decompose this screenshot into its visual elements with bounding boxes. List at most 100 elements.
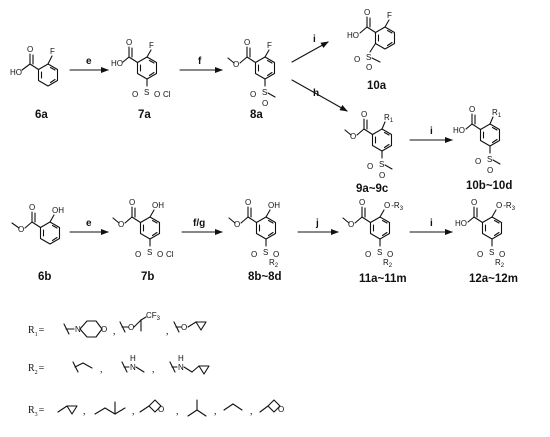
comma: ,: [250, 406, 253, 417]
atom-O: O: [367, 162, 373, 171]
atom-O: O: [350, 132, 356, 141]
atom-O: O: [157, 250, 163, 259]
r2-cyclopropylmethylamino: N H: [169, 354, 210, 375]
structure-9a-9c: O O R1 S O O: [344, 110, 394, 180]
structure-7a: O HO F S O O Cl: [111, 38, 171, 99]
atom-F: F: [149, 41, 154, 50]
atom-O: O: [181, 323, 187, 332]
atom-R: R1: [384, 113, 394, 124]
r2-label: R2=: [28, 363, 45, 376]
atom-O: O: [129, 198, 135, 207]
atom-O: O: [118, 220, 124, 229]
structure-8b-8d: O O OH S O O R2: [228, 198, 280, 269]
atom-N: N: [130, 363, 136, 372]
condition-f: f: [198, 56, 202, 67]
r1-trifluoroisopropoxy: O CF3: [119, 311, 161, 333]
atom-O: O: [366, 63, 372, 72]
atom-O: O: [477, 250, 483, 259]
atom-O-R3: O-R3: [496, 201, 516, 212]
atom-O: O: [245, 198, 251, 207]
r3-oxetanylmethyl: O: [139, 399, 164, 414]
atom-Cl: Cl: [166, 250, 174, 259]
atom-S: S: [147, 248, 152, 257]
r1-morpholine: N O: [63, 320, 107, 338]
r1-label: R1=: [28, 325, 45, 338]
compound-label-9a-9c: 9a~9c: [356, 183, 389, 195]
atom-F: F: [50, 47, 55, 56]
atom-O: O: [126, 38, 132, 47]
atom-S: S: [379, 160, 384, 169]
atom-O: O: [475, 157, 481, 166]
condition-i: i: [430, 126, 433, 137]
compound-label-7b: 7b: [141, 271, 154, 283]
atom-HO: HO: [453, 126, 465, 135]
atom-S: S: [144, 88, 149, 97]
compound-label-10a: 10a: [367, 80, 387, 92]
condition-h: h: [313, 88, 319, 99]
atom-S: S: [263, 248, 268, 257]
atom-S: S: [377, 248, 382, 257]
atom-O: O: [278, 405, 284, 414]
reaction-arrow: [291, 41, 329, 63]
compound-label-7a: 7a: [138, 109, 151, 121]
compound-label-6b: 6b: [38, 271, 51, 283]
structure-10b-10d: O HO R1 S O O: [453, 105, 502, 175]
compound-label-10b-10d: 10b~10d: [466, 180, 512, 192]
atom-F: F: [267, 41, 272, 50]
atom-HO: HO: [455, 219, 467, 228]
atom-O: O: [365, 250, 371, 259]
atom-OH: OH: [52, 206, 64, 215]
atom-O: O: [387, 250, 393, 259]
r1-cyclopropylmethoxy: O: [173, 321, 207, 333]
atom-O-R3: O-R3: [384, 201, 404, 212]
atom-N: N: [178, 363, 184, 372]
atom-R: R1: [492, 108, 502, 119]
atom-HO: HO: [347, 31, 359, 40]
condition-f-g: f/g: [193, 218, 205, 229]
condition-e: e: [86, 56, 92, 67]
atom-OH: OH: [152, 201, 164, 210]
comma: ,: [113, 326, 116, 337]
atom-O: O: [132, 90, 138, 99]
comma: ,: [214, 406, 217, 417]
comma: ,: [152, 364, 155, 375]
r3-isobutyl: [94, 401, 126, 415]
atom-O: O: [135, 250, 141, 259]
atom-N: N: [75, 325, 81, 334]
atom-O: O: [487, 166, 493, 175]
atom-O: O: [348, 220, 354, 229]
condition-e: e: [86, 218, 92, 229]
atom-O: O: [250, 90, 256, 99]
condition-j: j: [315, 218, 319, 229]
atom-O: O: [471, 198, 477, 207]
atom-O: O: [499, 250, 505, 259]
compound-label-12a-12m: 12a~12m: [469, 273, 518, 285]
atom-O: O: [154, 90, 160, 99]
structure-12a-12m: O HO O-R3 S O O R2: [455, 198, 516, 269]
comma: ,: [132, 406, 135, 417]
comma: ,: [166, 326, 169, 337]
structure-7b: O O OH S O O Cl: [112, 198, 174, 259]
atom-O: O: [244, 38, 250, 47]
atom-O: O: [233, 60, 239, 69]
atom-S: S: [487, 155, 492, 164]
atom-F: F: [387, 11, 392, 20]
atom-O: O: [29, 203, 35, 212]
atom-R: R2: [383, 258, 393, 269]
atom-O: O: [273, 250, 279, 259]
condition-i: i: [313, 34, 316, 45]
r2-methylamino: N H: [121, 354, 145, 373]
compound-label-8b-8d: 8b~8d: [248, 271, 282, 283]
reaction-arrow: [291, 79, 348, 112]
atom-R: R2: [495, 258, 505, 269]
r3-label: R3=: [28, 405, 45, 418]
comma: ,: [100, 364, 103, 375]
atom-O: O: [18, 225, 24, 234]
atom-O: O: [158, 405, 164, 414]
atom-O: O: [27, 45, 33, 54]
structure-8a: O O F S O O: [227, 38, 276, 108]
structure-10a: O HO F S O O: [347, 8, 396, 72]
atom-O: O: [469, 105, 475, 114]
compound-label-11a-11m: 11a~11m: [359, 273, 407, 285]
